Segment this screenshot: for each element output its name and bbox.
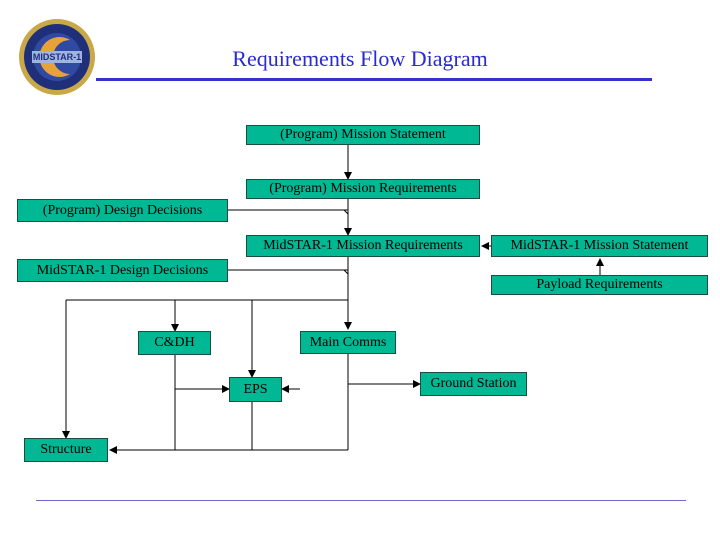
node-structure: Structure (24, 438, 108, 462)
node-program-mission-statement: (Program) Mission Statement (246, 125, 480, 145)
node-ground-station: Ground Station (420, 372, 527, 396)
page-title: Requirements Flow Diagram (232, 46, 488, 71)
node-eps: EPS (229, 377, 282, 402)
node-payload-requirements: Payload Requirements (491, 275, 708, 295)
node-midstar-mission-statement: MidSTAR-1 Mission Statement (491, 235, 708, 257)
svg-text:MIDSTAR-1: MIDSTAR-1 (33, 52, 81, 62)
node-main-comms: Main Comms (300, 331, 396, 354)
node-program-design-decisions: (Program) Design Decisions (17, 199, 228, 222)
node-program-mission-requirements: (Program) Mission Requirements (246, 179, 480, 199)
node-midstar-mission-requirements: MidSTAR-1 Mission Requirements (246, 235, 480, 257)
node-midstar-design-decisions: MidSTAR-1 Design Decisions (17, 259, 228, 282)
footer-divider (36, 500, 686, 501)
title-divider (96, 78, 652, 81)
arrow-design-decisions-feed (228, 209, 349, 214)
midstar-logo: MIDSTAR-1 (19, 19, 95, 95)
node-cdh: C&DH (138, 331, 211, 355)
